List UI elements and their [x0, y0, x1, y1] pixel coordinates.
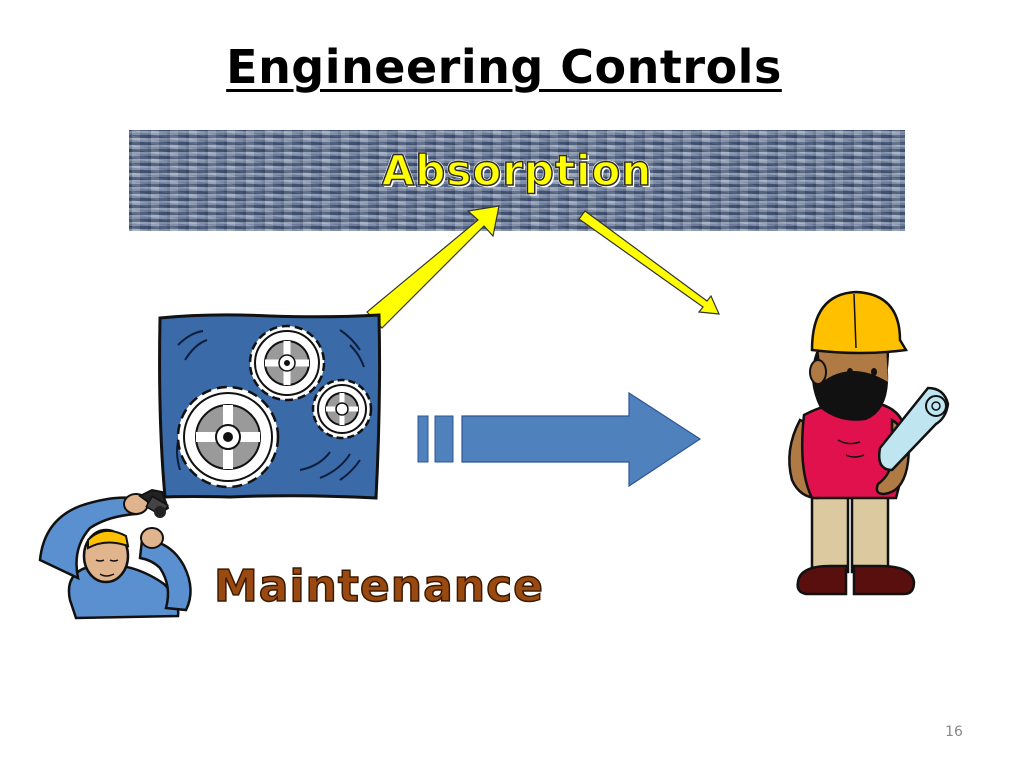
- construction-worker-icon: [788, 290, 950, 596]
- arrow-machine-to-worker: [417, 391, 702, 488]
- mechanic-with-wrench-icon: [38, 488, 192, 620]
- maintenance-label: Maintenance: [213, 560, 545, 613]
- absorption-label: Absorption: [381, 145, 653, 196]
- gears-machine-icon: [158, 313, 382, 500]
- slide-title: Engineering Controls: [226, 40, 782, 94]
- blueprint-roll-icon: [878, 386, 950, 472]
- absorption-banner: Absorption: [129, 130, 905, 231]
- page-number: 16: [945, 724, 963, 740]
- arrow-absorption-to-worker: [578, 210, 720, 315]
- arrow-machine-to-absorption: [366, 205, 500, 329]
